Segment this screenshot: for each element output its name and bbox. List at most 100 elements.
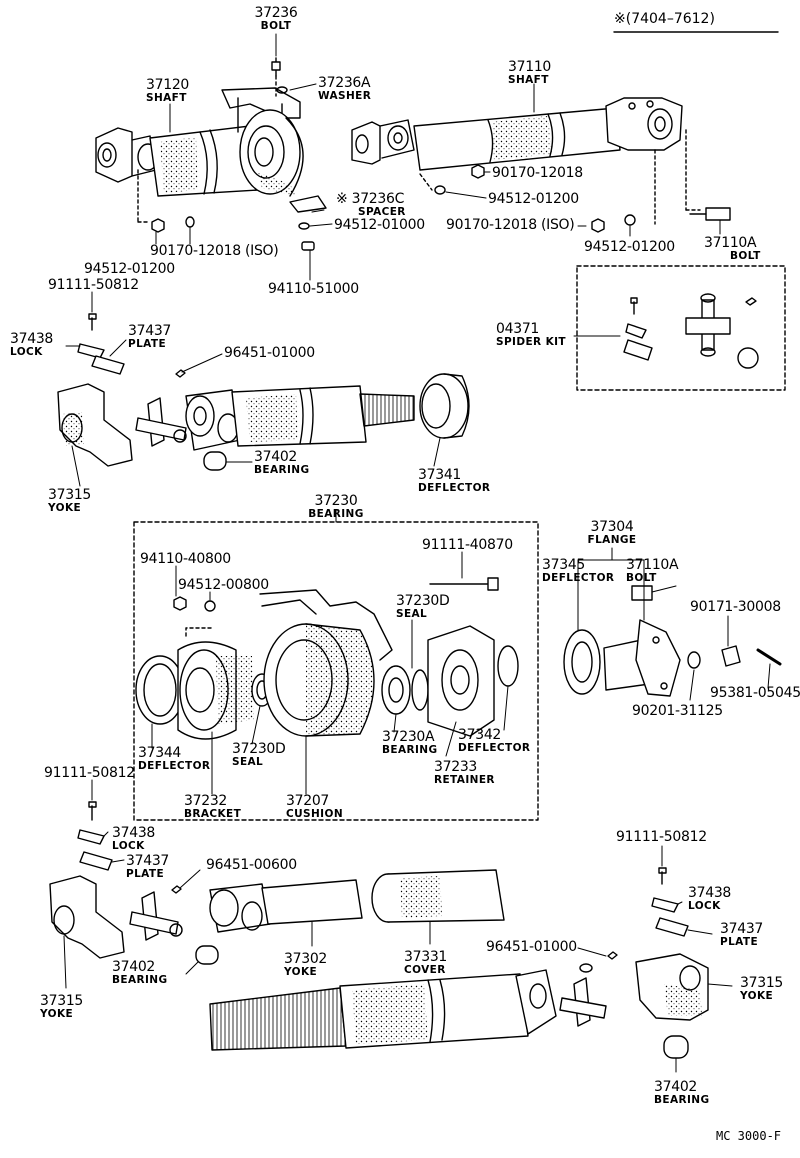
part-label-91111-50812-top: 91111-50812 [48, 278, 139, 292]
part-label-90170-12018: 90170-12018 [492, 166, 583, 180]
part-number: 96451-01000 [224, 345, 315, 361]
part-number: 37232 [184, 793, 228, 809]
part-number: 94512-01200 [584, 239, 675, 255]
part-label-94512-00800: 94512-00800 [178, 578, 269, 592]
header-note: ※(7404–7612) [614, 11, 715, 27]
part-number: 04371 [496, 321, 540, 337]
part-name: DEFLECTOR [542, 572, 615, 584]
top-bolt-washer [271, 57, 288, 97]
part-number: 37302 [284, 951, 328, 967]
part-name: CUSHION [286, 808, 344, 820]
part-number: 90170-12018 (ISO) [150, 243, 279, 259]
bottom-left-yoke [49, 801, 219, 965]
part-name: SEAL [396, 608, 428, 620]
part-name: YOKE [740, 990, 774, 1002]
part-number: 37344 [138, 745, 182, 761]
part-name: COVER [404, 964, 446, 976]
part-number: 37315 [40, 993, 84, 1009]
part-number: 37230D [396, 593, 450, 609]
part-number: 95381-05045 [710, 685, 800, 701]
center-bearing-upper [221, 87, 304, 197]
bottom-yoke-37302 [209, 879, 363, 933]
splined-shaft [209, 969, 557, 1051]
part-number: 91111-50812 [616, 829, 707, 845]
part-name: YOKE [284, 966, 318, 978]
part-number: 37230 [314, 493, 358, 509]
part-label-96451-01000-bottom: 96451-01000 [486, 940, 577, 954]
part-name: SHAFT [508, 74, 549, 86]
yoke-assembly-row2 [57, 313, 470, 471]
part-number: 37304 [590, 519, 634, 535]
part-number: 37110 [508, 59, 552, 75]
part-label-94110-51000: 94110-51000 [268, 282, 359, 296]
part-number: 91111-50812 [44, 765, 135, 781]
front-shaft-37120 [95, 125, 259, 197]
part-label-95381-05045: 95381-05045 [710, 686, 800, 700]
part-number: 96451-01000 [486, 939, 577, 955]
part-name: SPIDER KIT [496, 336, 566, 348]
part-number: 37230D [232, 741, 286, 757]
part-number: 37315 [48, 487, 92, 503]
part-number: 94512-00800 [178, 577, 269, 593]
part-number: 37120 [146, 77, 190, 93]
flange-assembly [563, 585, 782, 697]
part-label-94110-40800: 94110-40800 [140, 552, 231, 566]
part-name: BEARING [382, 744, 438, 756]
part-number: 90170-12018 [492, 165, 583, 181]
part-label-91111-50812-right: 91111-50812 [616, 830, 707, 844]
part-number: 37315 [740, 975, 784, 991]
part-number: 37230A [382, 729, 435, 745]
part-number: 94110-51000 [268, 281, 359, 297]
part-name: YOKE [40, 1008, 74, 1020]
part-label-94512-01000: 94512-01000 [334, 218, 425, 232]
part-name: DEFLECTOR [418, 482, 491, 494]
part-number: ※ 37236C [336, 191, 405, 207]
part-name: PLATE [720, 936, 759, 948]
cover-37331 [371, 869, 505, 923]
part-number: 94512-01200 [488, 191, 579, 207]
part-number: 94110-40800 [140, 551, 231, 567]
part-name: SHAFT [146, 92, 187, 104]
part-label-91111-50812-left: 91111-50812 [44, 766, 135, 780]
part-label-94512-01200-left: 94512-01200 [84, 262, 175, 276]
part-number: 37236 [254, 5, 298, 21]
part-number: 37438 [112, 825, 156, 841]
part-label-90170-12018-iso-left: 90170-12018 (ISO) [150, 243, 279, 259]
part-label-94512-01200-right: 94512-01200 [584, 240, 675, 254]
part-label-90201-31125: 90201-31125 [632, 704, 723, 718]
part-name: LOCK [112, 840, 145, 852]
center-bearing-exploded [135, 577, 519, 740]
part-name: DEFLECTOR [458, 742, 531, 754]
part-number: 37437 [126, 853, 170, 869]
part-name: BEARING [254, 464, 310, 476]
part-number: 90201-31125 [632, 703, 723, 719]
part-name: BRACKET [184, 808, 242, 820]
part-number: 37438 [10, 331, 54, 347]
part-number: 37437 [720, 921, 764, 937]
part-name: LOCK [10, 346, 43, 358]
